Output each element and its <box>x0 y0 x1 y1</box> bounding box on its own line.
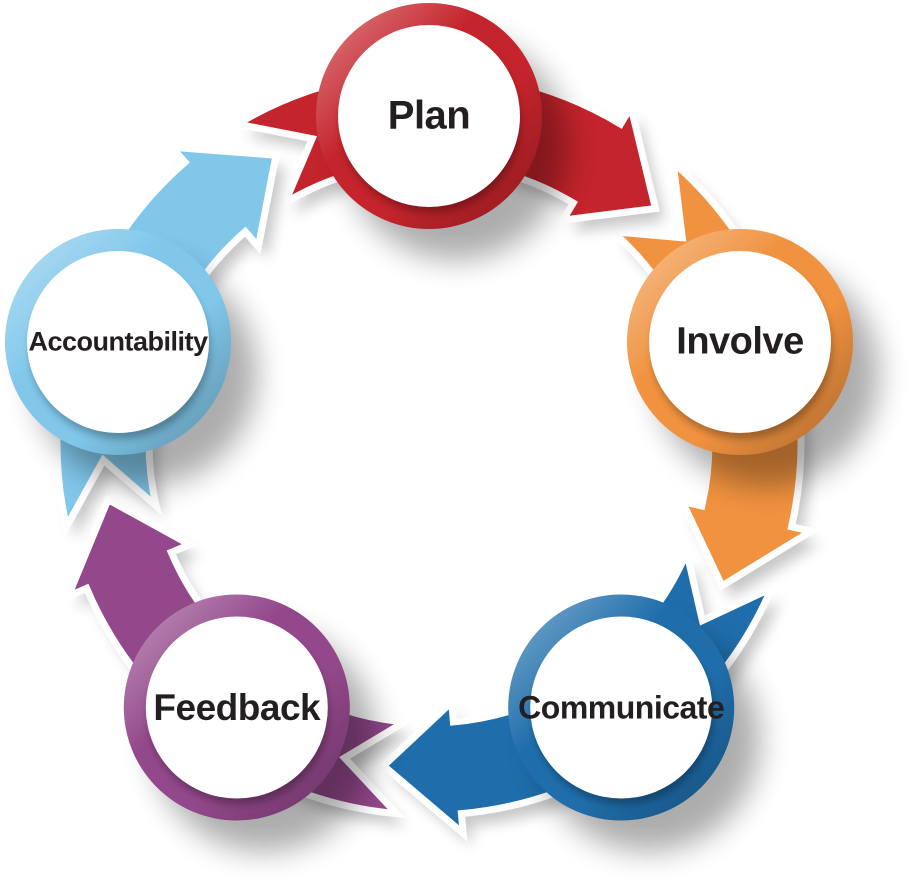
node-disc <box>27 251 209 433</box>
node-disc <box>530 616 713 799</box>
step-label-involve: Involve <box>676 320 804 363</box>
step-label-plan: Plan <box>387 93 471 138</box>
node-feedback <box>123 594 376 852</box>
cycle-nodes <box>5 3 879 852</box>
node-involve <box>627 229 879 486</box>
step-label-accountability: Accountability <box>28 326 208 357</box>
node-communicate <box>508 594 761 852</box>
step-label-communicate: Communicate <box>518 689 725 726</box>
step-label-feedback: Feedback <box>153 686 321 728</box>
node-disc <box>338 25 520 207</box>
node-disc <box>145 616 328 799</box>
node-accountability <box>5 229 257 486</box>
node-plan <box>316 3 568 260</box>
node-disc <box>649 251 831 433</box>
